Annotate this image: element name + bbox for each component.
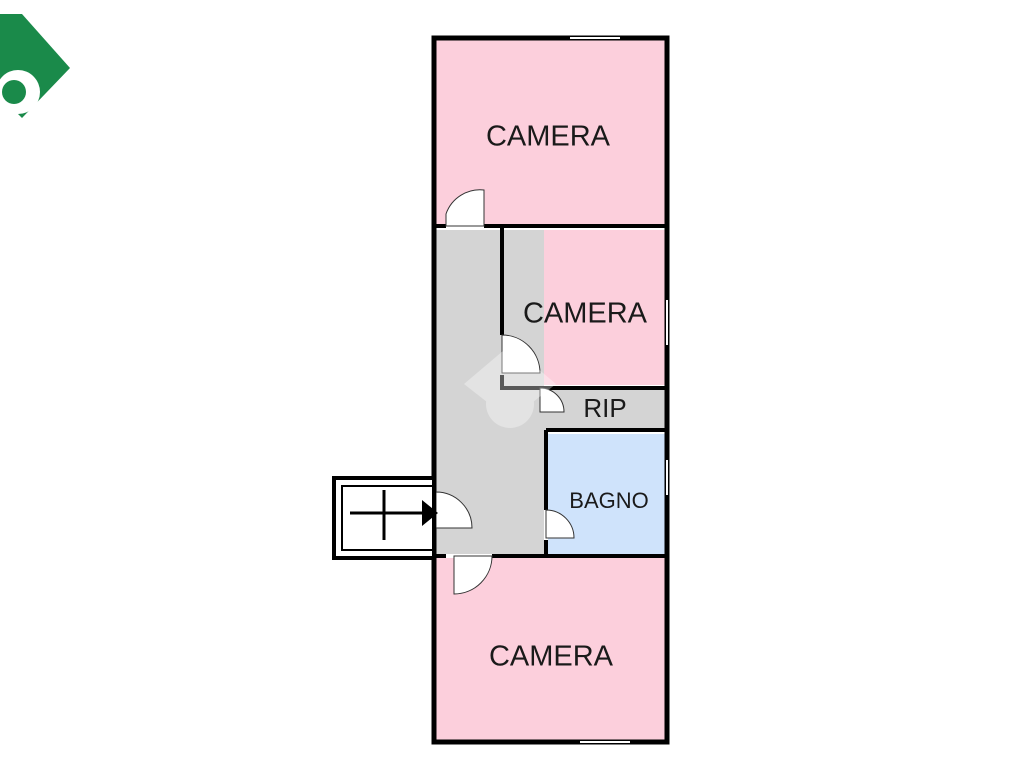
exterior-walls	[431, 35, 670, 745]
brand-logo-icon	[0, 14, 70, 118]
door-bagno	[545, 509, 575, 539]
door-camera-mid	[501, 334, 541, 374]
entrance-arrow-icon	[350, 490, 438, 540]
label-camera-mid: CAMERA	[523, 298, 648, 330]
door-rip	[539, 387, 565, 413]
door-camera-top	[445, 189, 485, 227]
label-camera-bottom: CAMERA	[489, 641, 614, 673]
watermark-icon	[464, 345, 556, 428]
label-rip: RIP	[583, 393, 626, 423]
label-camera-top: CAMERA	[486, 121, 611, 153]
interior-walls	[434, 224, 666, 558]
door-camera-bottom	[453, 555, 493, 595]
doors	[435, 189, 575, 595]
door-entrance	[435, 491, 473, 529]
windows	[570, 37, 668, 743]
label-bagno: BAGNO	[569, 488, 648, 513]
